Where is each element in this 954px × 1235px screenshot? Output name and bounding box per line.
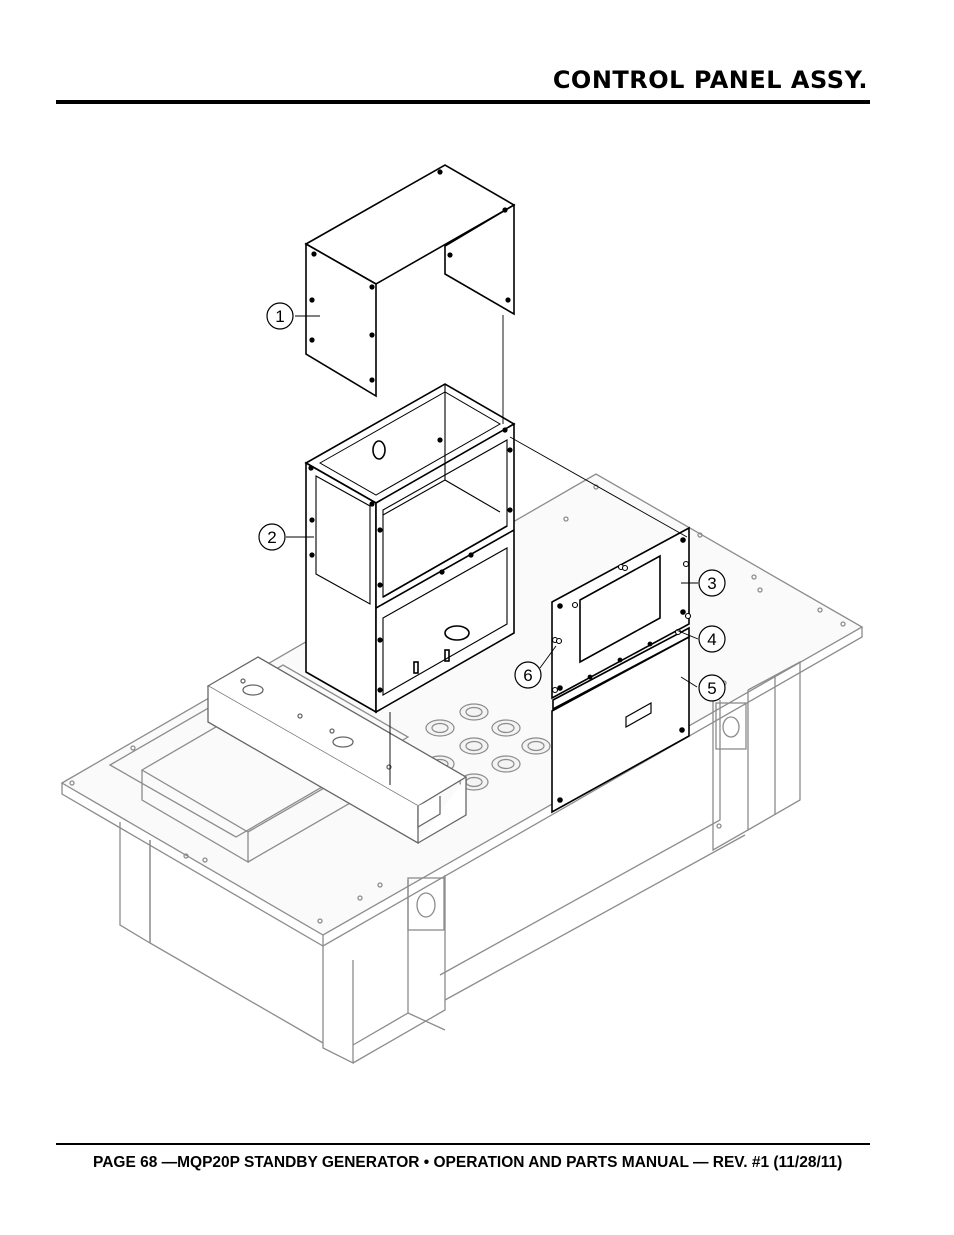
control-box-enclosure xyxy=(304,383,516,714)
leader-lines xyxy=(286,315,699,688)
page-title: CONTROL PANEL ASSY. xyxy=(552,66,868,94)
top-cover xyxy=(304,164,516,398)
callout-label-5: 5 xyxy=(707,679,716,698)
callout-label-1: 1 xyxy=(275,307,284,326)
assembly-lines xyxy=(389,315,688,785)
page-footer: PAGE 68 —MQP20P STANDBY GENERATOR • OPER… xyxy=(93,1154,843,1171)
footer-rule xyxy=(56,1143,870,1145)
channel-bracket xyxy=(206,656,468,845)
callout-label-6: 6 xyxy=(523,666,532,685)
callout-label-4: 4 xyxy=(707,630,716,649)
front-panel-assembly xyxy=(551,526,692,814)
callout-label-3: 3 xyxy=(707,574,716,593)
callout-circles xyxy=(258,302,726,702)
header-rule xyxy=(56,100,870,104)
callout-label-2: 2 xyxy=(267,528,276,547)
